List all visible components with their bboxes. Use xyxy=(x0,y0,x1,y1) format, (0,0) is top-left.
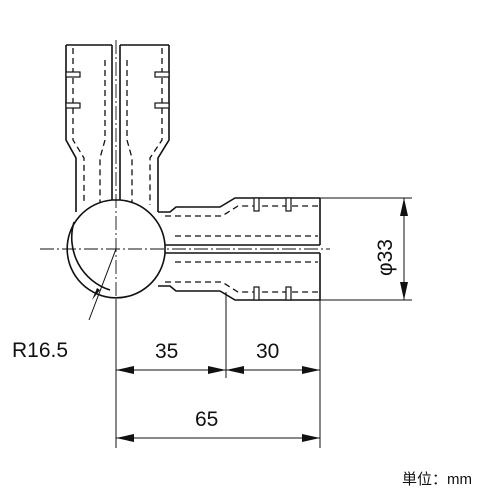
extension-lines xyxy=(115,197,412,448)
vertical-slots xyxy=(65,71,170,109)
right-length-label: 30 xyxy=(256,340,279,363)
dimension-line-65 xyxy=(116,434,320,442)
unit-label: 単位：mm xyxy=(402,471,472,488)
left-length-label: 35 xyxy=(155,340,178,363)
vertical-pipe xyxy=(65,44,170,212)
total-length-label: 65 xyxy=(195,408,218,431)
horizontal-pipe xyxy=(158,197,321,301)
dimension-line-35-30 xyxy=(116,366,320,374)
horizontal-slots xyxy=(253,197,292,301)
radius-label: R16.5 xyxy=(12,339,68,362)
dimension-line-diameter xyxy=(400,198,408,300)
center-lines xyxy=(40,40,330,330)
diameter-label: φ33 xyxy=(374,239,397,276)
radius-leader xyxy=(88,248,117,321)
